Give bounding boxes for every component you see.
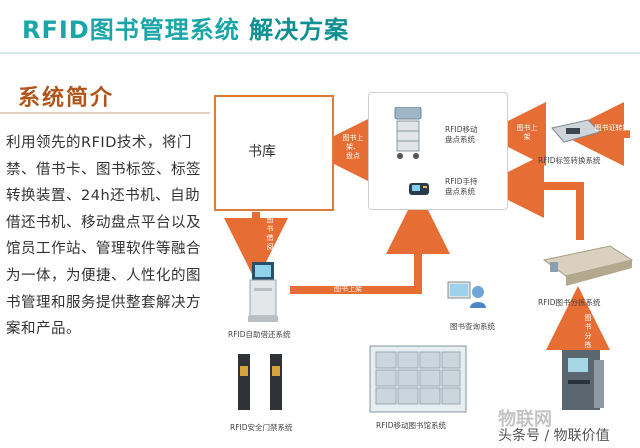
self-borrow-label: RFID自助借还系统 <box>228 330 291 339</box>
arrow-sort-curve <box>480 154 584 240</box>
watermark-logo: 物联网 <box>498 409 552 430</box>
intro-body: 利用领先的RFID技术，将门禁、借书卡、图书标签、标签转换装置、24h还书机、自… <box>6 135 201 338</box>
sorting-machine-icon <box>542 245 634 286</box>
mobile-inventory-label: RFID移动 盘点系统 <box>445 125 478 144</box>
arrow-label-self-shelf: 图书上架 <box>334 285 362 293</box>
inventory-panel: RFID移动 盘点系统 RFID手持 盘点系统 <box>368 92 508 210</box>
self-borrow-kiosk-icon <box>248 262 278 322</box>
title-part2: 解决方案 <box>249 16 350 44</box>
query-computer-icon <box>447 281 486 308</box>
warehouse-box: 书库 <box>214 95 334 211</box>
tag-converter-icon <box>551 119 601 143</box>
security-gate-icon <box>238 354 282 410</box>
intro-divider <box>0 112 210 114</box>
arrow-label-sort: 图书分拣 <box>584 314 592 349</box>
security-gate-label: RFID安全门禁系统 <box>230 423 293 432</box>
handheld-reader-icon <box>409 183 429 195</box>
arrow-label-borrow: 图书借阅 <box>266 216 274 251</box>
arrow-label-sort-up: 图书上架 <box>586 196 594 231</box>
title-part1: RFID图书管理系统 <box>22 16 240 44</box>
arrow-label-shelf-inventory: 图书上架、 盘点 <box>342 134 364 160</box>
mobile-library-icon <box>369 345 467 413</box>
title-bar: RFID图书管理系统 解决方案 <box>0 0 640 52</box>
handheld-inventory-label: RFID手持 盘点系统 <box>445 177 478 196</box>
book-query-label: 图书查询系统 <box>450 322 495 331</box>
return-machine-icon <box>562 350 604 410</box>
arrow-label-tag-shelf: 图书上架 <box>516 124 538 141</box>
mobile-cart-icon <box>394 107 422 159</box>
page-title: RFID图书管理系统 解决方案 <box>22 10 349 45</box>
arrow-self-up <box>290 190 450 294</box>
watermark-credit: 头条号 / 物联价值 <box>498 428 610 444</box>
arrow-label-tag-convert: 图书证转换 <box>594 124 630 132</box>
intro-heading: 系统简介 <box>18 86 115 111</box>
mobile-library-label: RFID移动图书馆系统 <box>376 421 447 430</box>
warehouse-label: 书库 <box>248 144 276 160</box>
tag-conversion-label: RFID标签转换系统 <box>538 156 601 165</box>
title-divider <box>0 52 640 54</box>
sorting-label: RFID图书分拣系统 <box>538 298 601 307</box>
